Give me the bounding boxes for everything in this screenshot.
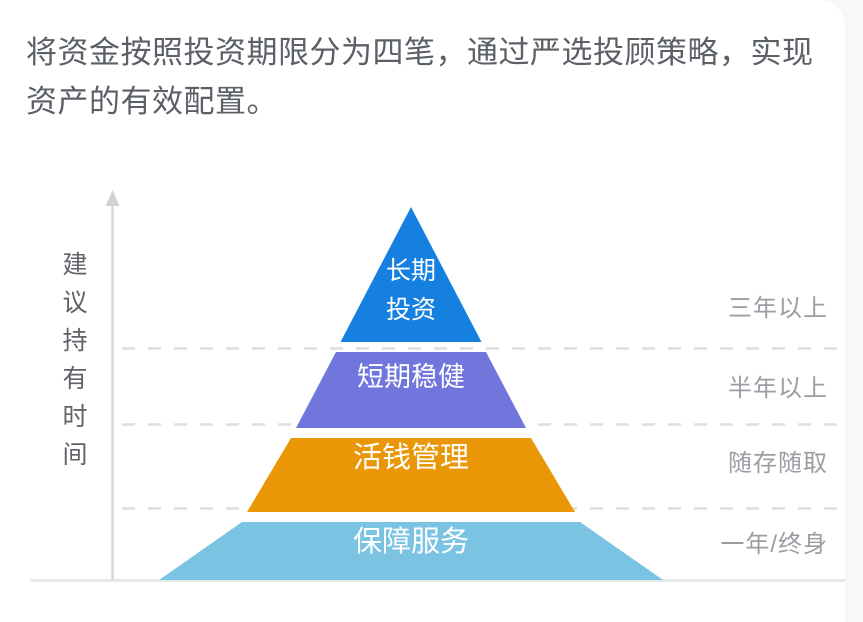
- duration-label-0: 三年以上: [728, 295, 828, 322]
- pyramid-tier-segment-1[interactable]: [296, 352, 526, 428]
- pyramid-tier-segment-3[interactable]: [159, 522, 663, 580]
- duration-label-1: 半年以上: [728, 375, 828, 402]
- y-axis-label: 建议持有时间: [62, 251, 88, 469]
- y-axis-arrow-icon: [105, 190, 120, 206]
- pyramid-tier-segment-0[interactable]: [340, 207, 482, 342]
- duration-label-3: 一年/终身: [720, 531, 828, 558]
- duration-label-2: 随存随取: [728, 450, 828, 477]
- pyramid-tier-segment-2[interactable]: [247, 438, 575, 512]
- page-title: 将资金按照投资期限分为四笔，通过严选投顾策略，实现资产的有效配置。: [26, 35, 814, 119]
